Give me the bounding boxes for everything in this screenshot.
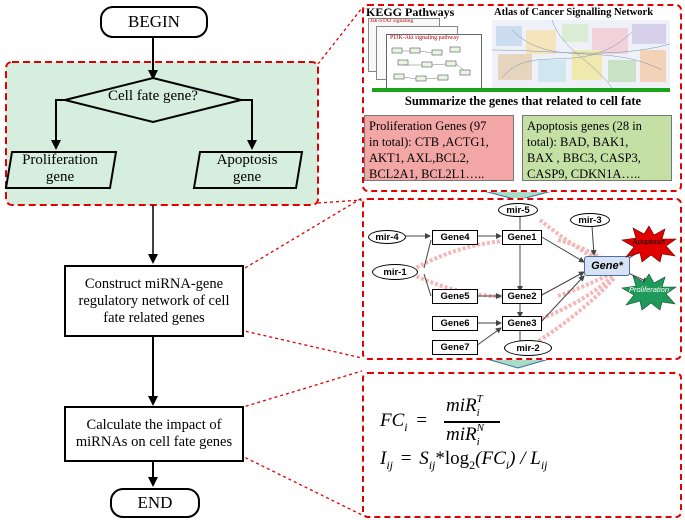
construct-process: Construct miRNA-gene regulatory network … bbox=[64, 265, 244, 337]
network-panel bbox=[362, 198, 682, 360]
end-label: END bbox=[137, 493, 173, 512]
mir-node-5: mir-5 bbox=[498, 203, 538, 217]
begin-label: BEGIN bbox=[128, 12, 180, 31]
mir-node-4: mir-4 bbox=[368, 230, 406, 244]
formula-fc-sub: i bbox=[404, 419, 408, 434]
formula-log: *log bbox=[435, 448, 470, 469]
formula-den-sup: N bbox=[476, 422, 484, 434]
formula-den-sub: i bbox=[476, 436, 480, 448]
gene-node-7: Gene7 bbox=[432, 340, 478, 355]
decision-label: Cell fate gene? bbox=[108, 88, 198, 104]
formula-fc2: (FC bbox=[475, 448, 506, 469]
formula-s-sub: ij bbox=[428, 457, 436, 472]
apoptosis-star-label: Apoptosis bbox=[632, 237, 666, 246]
apoptosis-genes-box: Apoptosis genes (28 in total): BAD, BAK1… bbox=[522, 115, 672, 181]
formula-equals: = bbox=[416, 410, 428, 431]
mir-node-3: mir-3 bbox=[570, 213, 610, 227]
apoptosis-star bbox=[621, 225, 677, 263]
mir-node-1: mir-1 bbox=[372, 264, 418, 280]
formula-s-symbol: S bbox=[419, 448, 429, 469]
formula-impact: Iij = Sij*log2(FCi) / Lij bbox=[380, 448, 547, 473]
formula-i-symbol: I bbox=[380, 448, 387, 469]
mir-node-2: mir-2 bbox=[504, 340, 552, 356]
green-separator bbox=[372, 88, 670, 92]
kegg-tab-label-1: Jak-STAT signaling bbox=[370, 18, 414, 24]
gene-node-5: Gene5 bbox=[432, 289, 478, 304]
proliferation-parallelogram bbox=[4, 151, 118, 189]
formula-log-sub: 2 bbox=[469, 457, 476, 472]
summarize-label: Summarize the genes that related to cell… bbox=[404, 94, 642, 108]
kegg-tab-label-2: PI3K-Akt signaling pathway bbox=[390, 35, 459, 41]
calculate-process: Calculate the impact of miRNAs on cell f… bbox=[64, 406, 244, 462]
formula-panel bbox=[362, 372, 682, 518]
formula-impact-equals: = bbox=[400, 448, 412, 469]
formula-fraction-bar bbox=[444, 421, 500, 423]
arrow-decision-apoptosis bbox=[240, 99, 257, 150]
proliferation-label: Proliferation gene bbox=[22, 152, 98, 185]
decision-diamond bbox=[64, 76, 242, 124]
formula-fc2-sub: i bbox=[505, 457, 510, 472]
arrow-decision-proliferation bbox=[51, 99, 65, 150]
formula-i-sub: ij bbox=[386, 457, 393, 472]
formula-num-sup: T bbox=[476, 393, 483, 405]
formula-numerator: miR bbox=[446, 395, 477, 416]
apoptosis-parallelogram bbox=[192, 151, 304, 189]
proliferation-genes-box: Proliferation Genes (97 in total): CTB ,… bbox=[364, 115, 514, 181]
formula-l-sub: ij bbox=[540, 457, 548, 472]
end-terminal: END bbox=[110, 488, 200, 518]
gene-node-2: Gene2 bbox=[502, 289, 542, 304]
atlas-network-thumbnail bbox=[492, 20, 670, 88]
formula-denominator: miR bbox=[446, 424, 477, 445]
kegg-title: KEGG Pathways bbox=[366, 5, 455, 19]
hub-gene-node: Gene* bbox=[584, 256, 630, 276]
formula-num-sub: i bbox=[476, 407, 480, 419]
gene-node-6: Gene6 bbox=[432, 316, 478, 331]
gene-node-1: Gene1 bbox=[502, 230, 542, 245]
apoptosis-label: Apoptosis gene bbox=[216, 152, 278, 185]
begin-terminal: BEGIN bbox=[100, 6, 208, 38]
proliferation-star bbox=[621, 273, 677, 311]
kegg-pathway-thumbnail bbox=[391, 46, 471, 82]
gene-node-3: Gene3 bbox=[502, 316, 542, 331]
proliferation-star-label: Proliferation bbox=[628, 285, 670, 294]
formula-fc-symbol: FC bbox=[380, 410, 405, 431]
atlas-title: Atlas of Cancer Signalling Network bbox=[494, 7, 654, 18]
formula-div: ) / L bbox=[509, 448, 541, 469]
gene-node-4: Gene4 bbox=[432, 230, 478, 245]
